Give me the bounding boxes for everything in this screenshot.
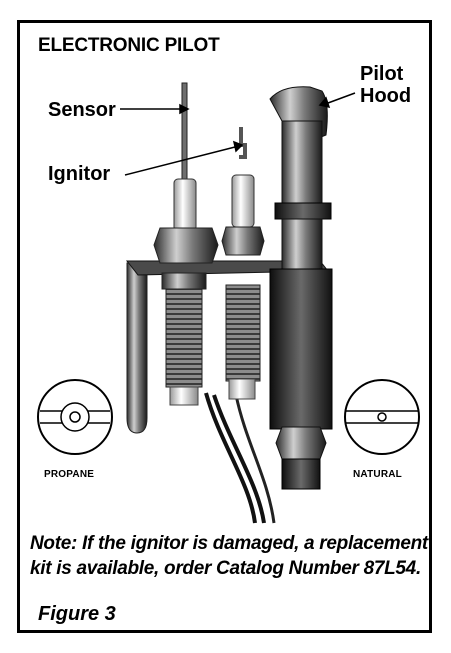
natural-label: NATURAL bbox=[353, 469, 402, 480]
ignitor-assembly bbox=[221, 127, 265, 400]
sensor-label: Sensor bbox=[48, 99, 116, 121]
sensor-assembly bbox=[153, 82, 219, 406]
ignitor-replacement-note: Note: If the ignitor is damaged, a repla… bbox=[30, 533, 428, 579]
natural-orifice-icon bbox=[344, 379, 420, 455]
pilot-hood-label-line1: Pilot bbox=[360, 63, 404, 85]
pilot-illustration bbox=[37, 82, 420, 524]
propane-label: PROPANE bbox=[44, 469, 95, 480]
figure-title: ELECTRONIC PILOT bbox=[38, 35, 220, 56]
figure-frame: ELECTRONIC PILOT bbox=[17, 20, 432, 633]
pilot-body bbox=[269, 86, 333, 490]
figure-caption: Figure 3 bbox=[38, 603, 116, 625]
leader-lines bbox=[120, 92, 356, 176]
wires bbox=[204, 392, 276, 524]
ignitor-label: Ignitor bbox=[48, 163, 111, 185]
pilot-hood-label-line2: Hood bbox=[360, 85, 412, 107]
propane-orifice-icon bbox=[37, 379, 113, 455]
